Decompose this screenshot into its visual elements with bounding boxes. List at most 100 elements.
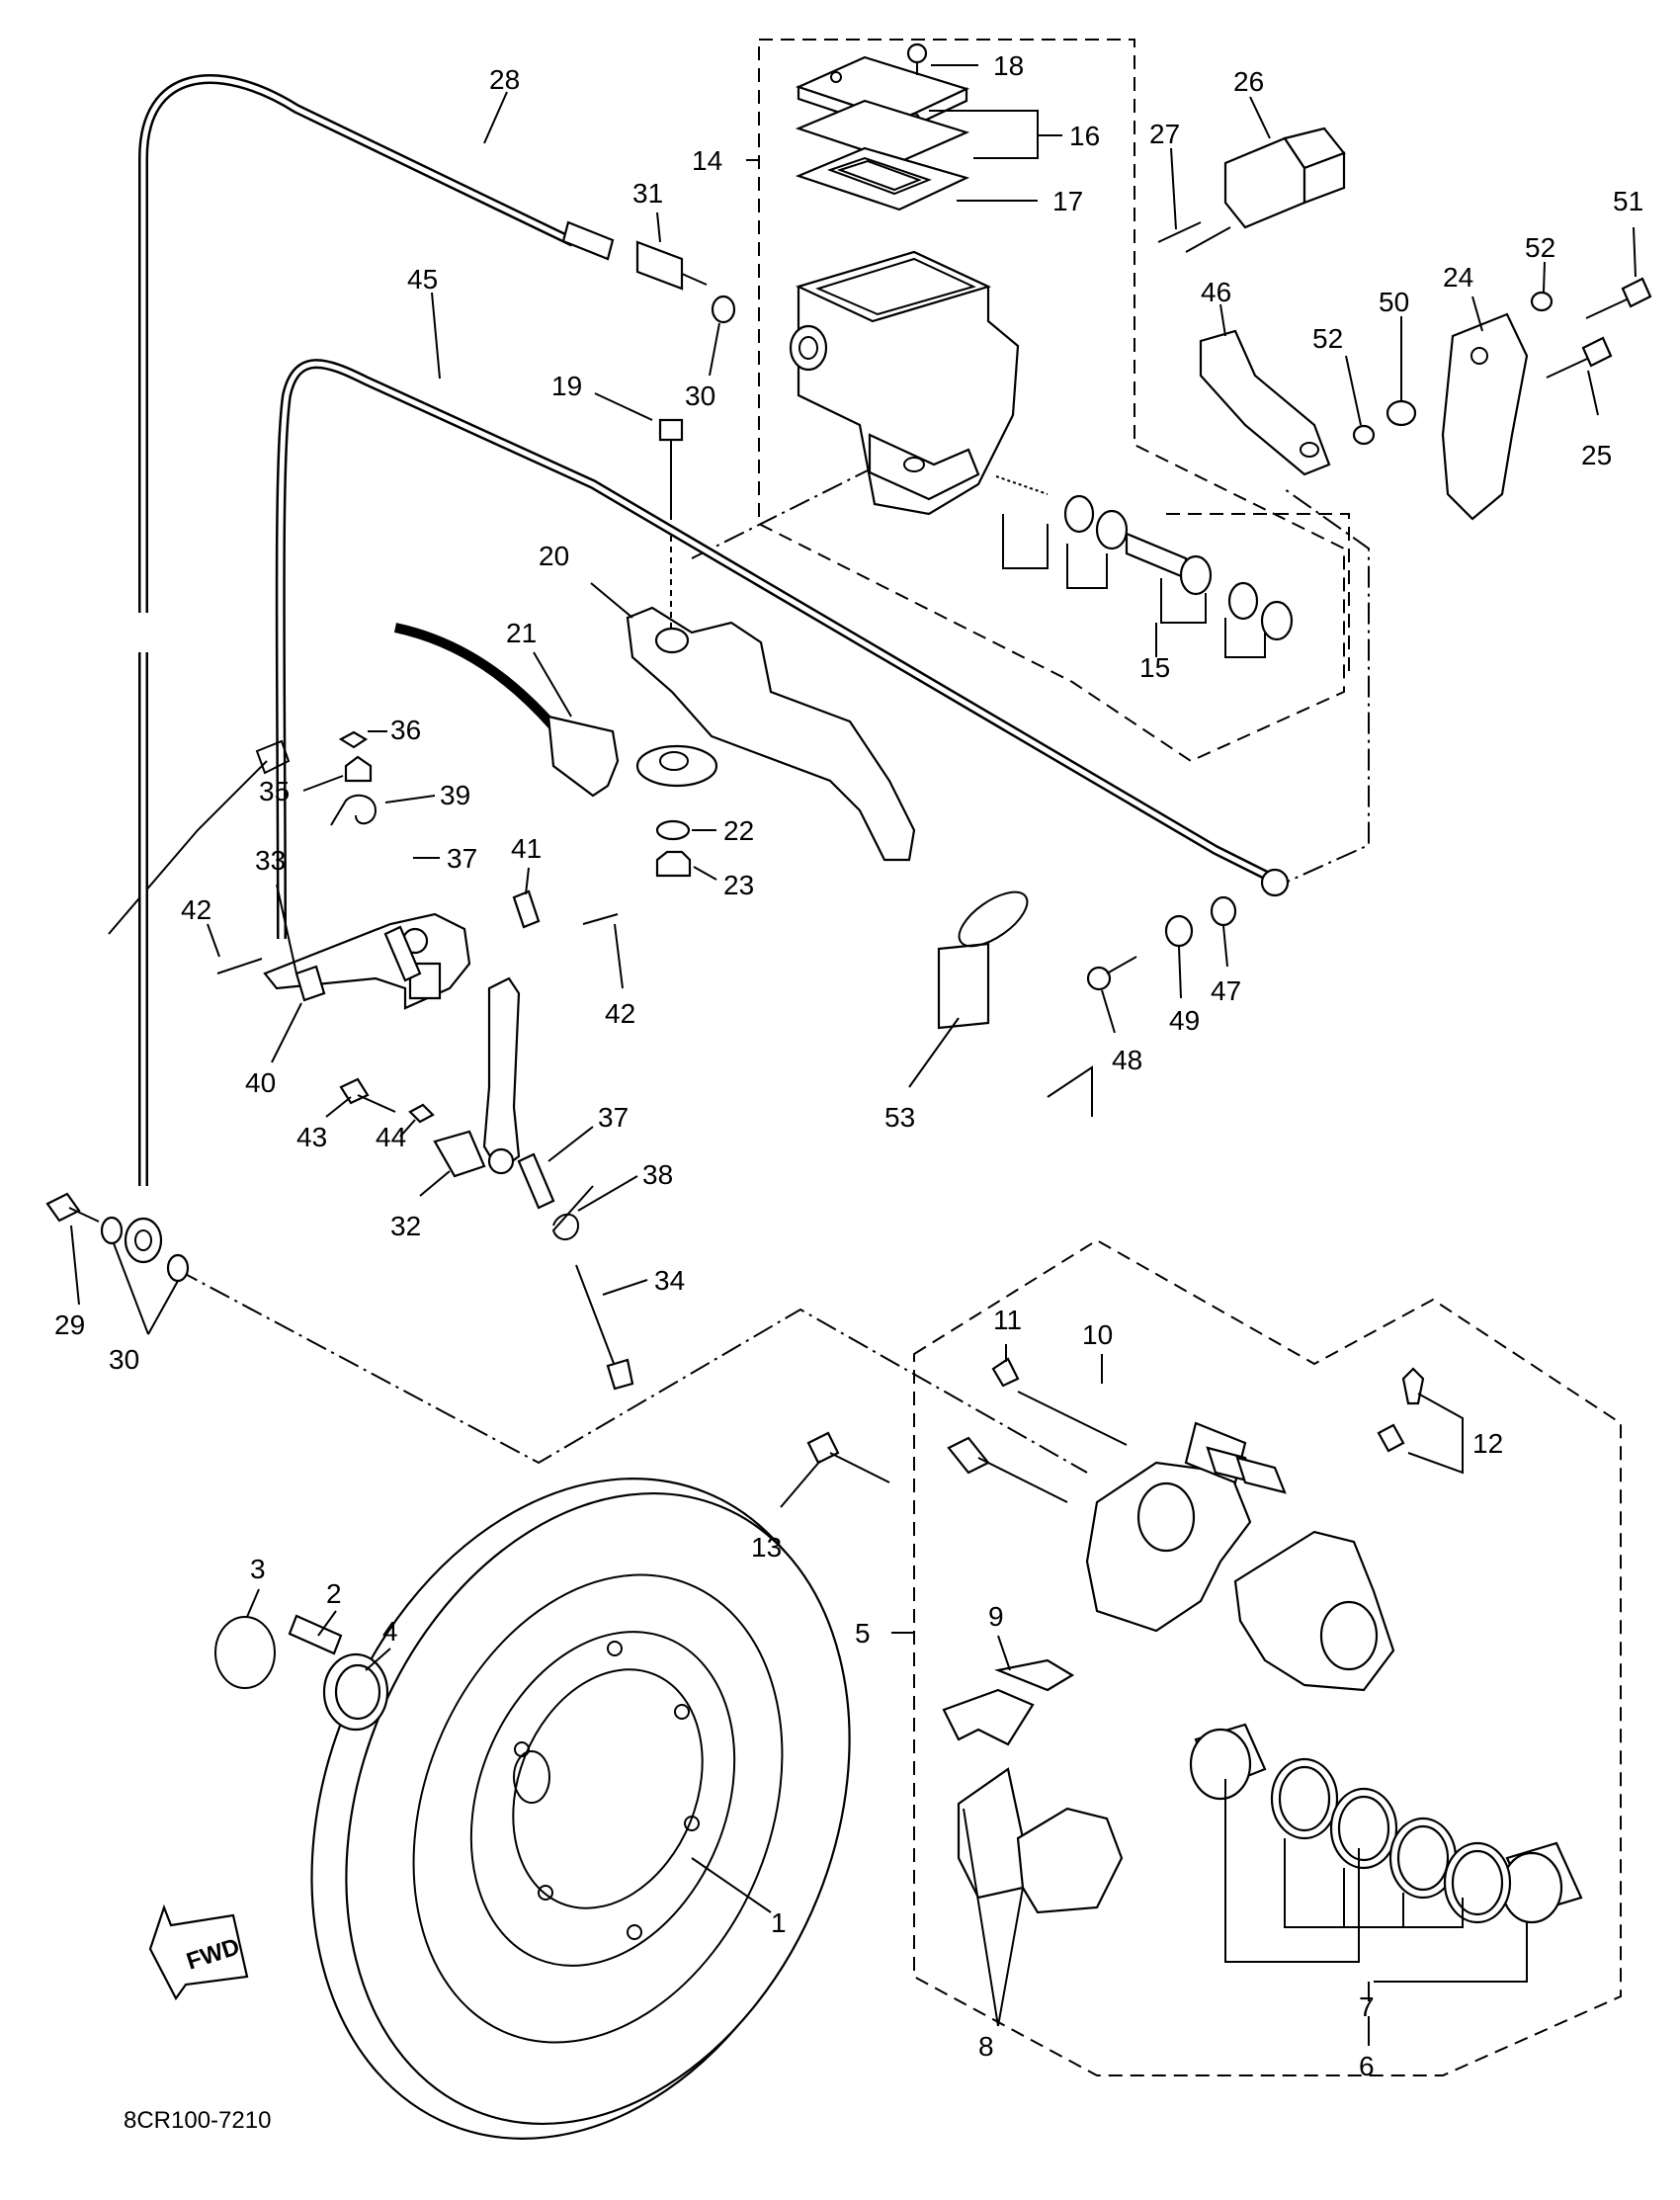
bleed-screw [1377,1367,1425,1453]
bleed-screw-cap [991,1357,1020,1388]
union-bolt [45,1192,100,1223]
callout-2: 2 [326,1578,342,1609]
key [288,1614,343,1655]
nut [408,1103,435,1124]
callout-8: 8 [978,2031,994,2062]
screw [1157,221,1202,243]
washer [322,1652,389,1732]
callout-20: 20 [539,541,569,571]
caliper-pin [1206,1446,1287,1494]
long-bolt [575,1264,634,1391]
brake-pad [957,1767,1124,1914]
callout-36: 36 [390,715,421,745]
callout-21: 21 [506,618,537,648]
footrest-bracket [1441,312,1529,521]
adjuster-screw [216,913,619,974]
callout-52-lower: 52 [1312,323,1343,354]
caliper-assembly-outline [913,1238,1622,2076]
callout-13: 13 [751,1532,782,1563]
callout-9: 9 [988,1601,1004,1632]
diaphragm [795,146,970,212]
label-tag [937,890,1029,1030]
brake-light-switch [1185,127,1346,253]
piston-seal [1270,1757,1512,1924]
forward-direction-arrow: FWD [148,1904,249,2001]
callout-24: 24 [1443,262,1473,293]
callout-3: 3 [250,1554,266,1584]
piston [1189,1723,1583,1924]
callout-14: 14 [692,145,722,176]
bolt [1546,277,1652,379]
callout-45: 45 [407,264,438,295]
master-cylinder-assembly-outline [758,39,1345,763]
callout-37: 37 [447,843,477,874]
callout-15: 15 [1139,652,1170,683]
callout-7: 7 [1359,1991,1375,2022]
caliper-body [1233,1530,1395,1692]
callout-28: 28 [489,64,520,95]
callout-1: 1 [771,1907,787,1938]
callout-35: 35 [259,776,290,806]
callout-52: 52 [1525,232,1555,263]
callout-43: 43 [296,1122,327,1152]
brake-pedal [1199,329,1331,476]
lock-nut [655,850,692,878]
callout-53: 53 [884,1102,915,1133]
callout-41: 41 [511,833,542,864]
bolt [1086,956,1137,991]
callout-44: 44 [376,1122,406,1152]
callout-42-right: 42 [605,998,635,1029]
callout-31: 31 [632,178,663,209]
copper-washer [100,295,736,1283]
caliper-mount-bolt [806,1431,890,1483]
lever-mount-line [691,454,900,559]
callout-34: 34 [654,1265,685,1296]
hose-fitting [635,240,708,291]
plain-washer [1352,291,1554,446]
callout-12: 12 [1472,1428,1503,1459]
callout-25: 25 [1581,440,1612,470]
group-brackets [963,1065,1528,2027]
cap-screw [906,42,928,75]
callout-42: 42 [181,894,211,925]
callout-38: 38 [642,1159,673,1190]
caliper-bracket [1085,1421,1252,1633]
callout-10: 10 [1082,1319,1113,1350]
nut [338,730,373,783]
cable-routing-line [1269,488,1370,890]
callout-37-lower: 37 [598,1102,629,1133]
spacer [1210,895,1237,927]
collar [1386,399,1417,427]
lever-cable [393,623,718,798]
callout-49: 49 [1169,1005,1200,1036]
piston-kit [995,475,1294,658]
circlip [214,1616,276,1689]
callout-11: 11 [993,1305,1022,1335]
callout-18: 18 [993,50,1024,81]
master-cylinder-body [789,250,1020,516]
pad-spring [942,1658,1075,1746]
parking-cable [108,359,1290,940]
callout-5: 5 [855,1618,871,1649]
callout-33: 33 [255,845,286,876]
callout-22: 22 [723,815,754,846]
callout-4: 4 [382,1616,398,1647]
callout-39: 39 [440,780,470,810]
callout-47: 47 [1211,975,1241,1006]
callout-19: 19 [551,371,582,401]
washer [1164,914,1194,948]
callout-16: 16 [1069,121,1100,151]
callout-17: 17 [1052,186,1083,216]
callout-40: 40 [245,1067,276,1098]
callout-48: 48 [1112,1045,1142,1075]
callout-46: 46 [1201,277,1231,307]
callout-26: 26 [1233,66,1264,97]
brake-disc [310,1478,851,2140]
callout-29: 29 [54,1310,85,1340]
brake-lever [626,606,916,862]
linkage-arm [263,912,471,1010]
rod-end [512,889,541,929]
callout-51: 51 [1613,186,1643,216]
